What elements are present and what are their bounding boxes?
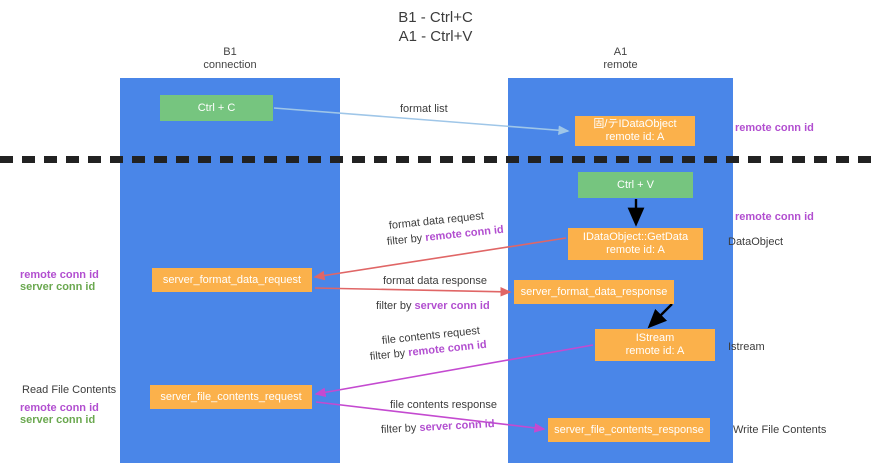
filter-prefix: filter by	[380, 421, 420, 436]
filter-prefix: filter by	[369, 347, 409, 363]
phase-divider	[0, 156, 871, 163]
node-server-file-contents-response[interactable]: server_file_contents_response	[548, 418, 710, 442]
page-title: B1 - Ctrl+C A1 - Ctrl+V	[398, 9, 473, 45]
side-label-left-remote-conn-id: remote conn id	[20, 269, 99, 281]
filter-highlight: server conn id	[414, 300, 490, 312]
edge-label-format-data-response: format data response	[383, 275, 487, 287]
filter-label-filter-server-conn-id-format: filter by server conn id	[376, 300, 490, 313]
side-label-left-read-file-contents: Read File Contents	[22, 384, 117, 396]
filter-prefix: filter by	[386, 232, 426, 248]
side-label-left-server-conn-id: server conn id	[20, 281, 96, 293]
edge-label-file-contents-response: file contents response	[390, 399, 498, 411]
node-ctrl-c[interactable]: Ctrl + C	[160, 95, 273, 121]
lane-a1-header: A1 remote	[603, 46, 638, 71]
node-idataobject-remote[interactable]: 固/テIDataObject remote id: A	[575, 116, 695, 146]
side-label-right-remote-conn-id-mid: remote conn id	[735, 211, 814, 223]
node-idataobject-getdata[interactable]: IDataObject::GetData remote id: A	[568, 228, 703, 260]
side-label-left-remote-conn-id-2: remote conn id	[20, 402, 99, 414]
side-label-right-remote-conn-id-top: remote conn id	[735, 122, 814, 134]
node-ctrl-v[interactable]: Ctrl + V	[578, 172, 693, 198]
node-istream-remote[interactable]: IStream remote id: A	[595, 329, 715, 361]
node-server-format-data-response[interactable]: server_format_data_response	[514, 280, 674, 304]
side-label-right-write-file-contents: Write File Contents	[733, 424, 827, 436]
filter-label-filter-server-conn-id-file: filter by server conn id	[381, 418, 495, 437]
lane-b1-header: B1 connection	[203, 46, 257, 71]
node-server-format-data-request[interactable]: server_format_data_request	[152, 268, 312, 292]
filter-highlight: server conn id	[419, 418, 495, 434]
arrow-format-data-response	[314, 287, 512, 297]
edge-label-format-list: format list	[400, 103, 448, 115]
side-label-right-dataobject: DataObject	[728, 236, 784, 248]
side-label-right-istream: Istream	[728, 341, 765, 353]
node-server-file-contents-request[interactable]: server_file_contents_request	[150, 385, 312, 409]
filter-prefix: filter by	[376, 300, 415, 312]
side-label-left-server-conn-id-2: server conn id	[20, 414, 96, 426]
